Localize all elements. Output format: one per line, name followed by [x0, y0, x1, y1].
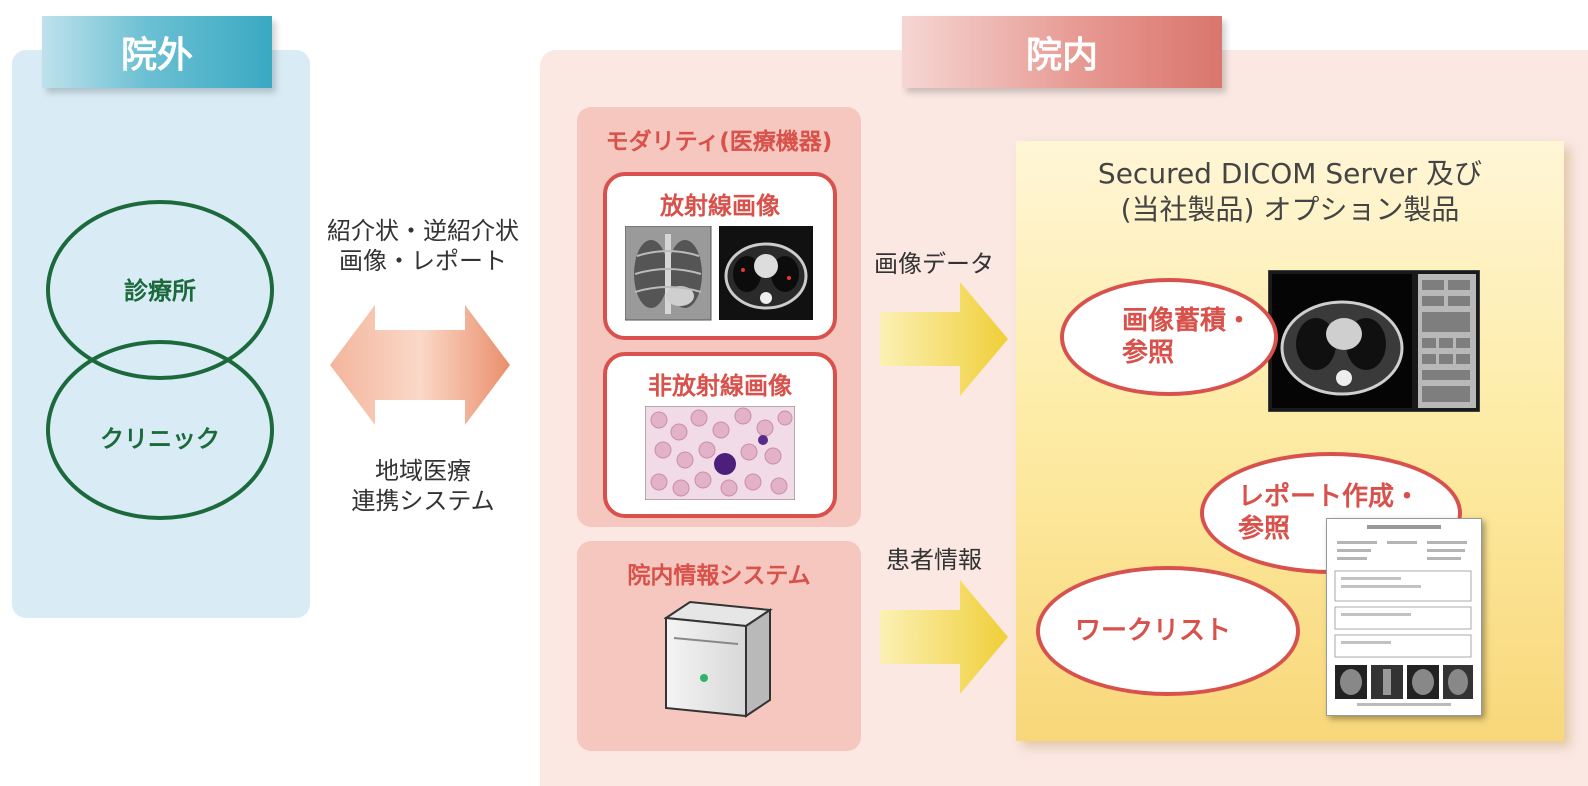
image-storage-line-1: 画像蓄積・: [1122, 306, 1253, 336]
his-title: 院内情報システム: [627, 563, 811, 589]
patient-info-label: 患者情報: [886, 546, 982, 574]
inside-banner: 院内: [902, 16, 1222, 88]
clinic-ellipse-clinic: クリニック: [46, 340, 274, 520]
radiology-label: 放射線画像: [660, 192, 780, 220]
inside-banner-label: 院内: [1025, 35, 1098, 76]
outside-banner-label: 院外: [120, 35, 193, 76]
exchange-upper-text: 紹介状・逆紹介状 画像・レポート: [310, 216, 536, 276]
exchange-upper-line-2: 画像・レポート: [339, 247, 507, 275]
modality-title: モダリティ(医療機器): [605, 129, 833, 155]
report-line-2: 参照: [1238, 514, 1291, 544]
worklist-label: ワークリスト: [1074, 616, 1231, 646]
server-computer-icon: [664, 600, 773, 718]
exchange-lower-text: 地域医療 連携システム: [310, 456, 536, 516]
bidirectional-arrow-icon: [330, 305, 510, 425]
blood-smear-image-icon: [645, 406, 795, 500]
image-data-arrow-icon: [880, 282, 1008, 396]
outside-banner: 院外: [42, 16, 272, 88]
server-title-line-1: Secured DICOM Server 及び: [1097, 157, 1483, 190]
report-line-1: レポート作成・: [1238, 482, 1421, 512]
non-radiology-card: 非放射線画像: [603, 352, 837, 518]
worklist-feature: ワークリスト: [1036, 566, 1300, 696]
exchange-lower-line-1: 地域医療: [375, 457, 471, 485]
image-data-label: 画像データ: [874, 250, 994, 278]
exchange-upper-line-1: 紹介状・逆紹介状: [327, 217, 519, 245]
server-title-line-2: (当社製品) オプション製品: [1120, 193, 1460, 226]
image-storage-line-2: 参照: [1122, 338, 1175, 368]
report-document-icon: [1334, 525, 1473, 706]
dicom-viewer-image-icon: [1268, 270, 1480, 412]
report-document-image: [1326, 518, 1482, 716]
clinic-label-shinryojo: 診療所: [124, 276, 196, 305]
server-title: Secured DICOM Server 及び (当社製品) オプション製品: [1016, 156, 1564, 228]
radiology-images-icon: [625, 226, 813, 321]
image-storage-feature: 画像蓄積・ 参照: [1060, 278, 1278, 396]
patient-info-arrow-icon: [880, 580, 1008, 694]
exchange-lower-line-2: 連携システム: [351, 487, 495, 515]
report-feature: レポート作成・ 参照: [1200, 452, 1462, 574]
non-radiology-label: 非放射線画像: [648, 372, 792, 400]
radiology-card: 放射線画像: [603, 172, 837, 340]
clinic-label-clinic: クリニック: [100, 424, 220, 453]
